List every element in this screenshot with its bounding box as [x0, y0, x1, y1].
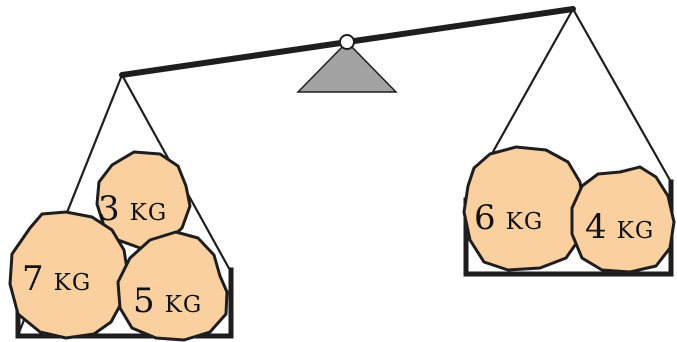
- rock-shape: [8, 210, 130, 340]
- left-tray: [15, 267, 234, 339]
- right-rope-inner: [572, 8, 672, 183]
- rock-shape: [116, 230, 229, 342]
- fulcrum: [296, 40, 398, 93]
- rock-shape: [570, 165, 676, 274]
- rock-shape: [462, 145, 586, 272]
- pivot-circle: [339, 34, 355, 50]
